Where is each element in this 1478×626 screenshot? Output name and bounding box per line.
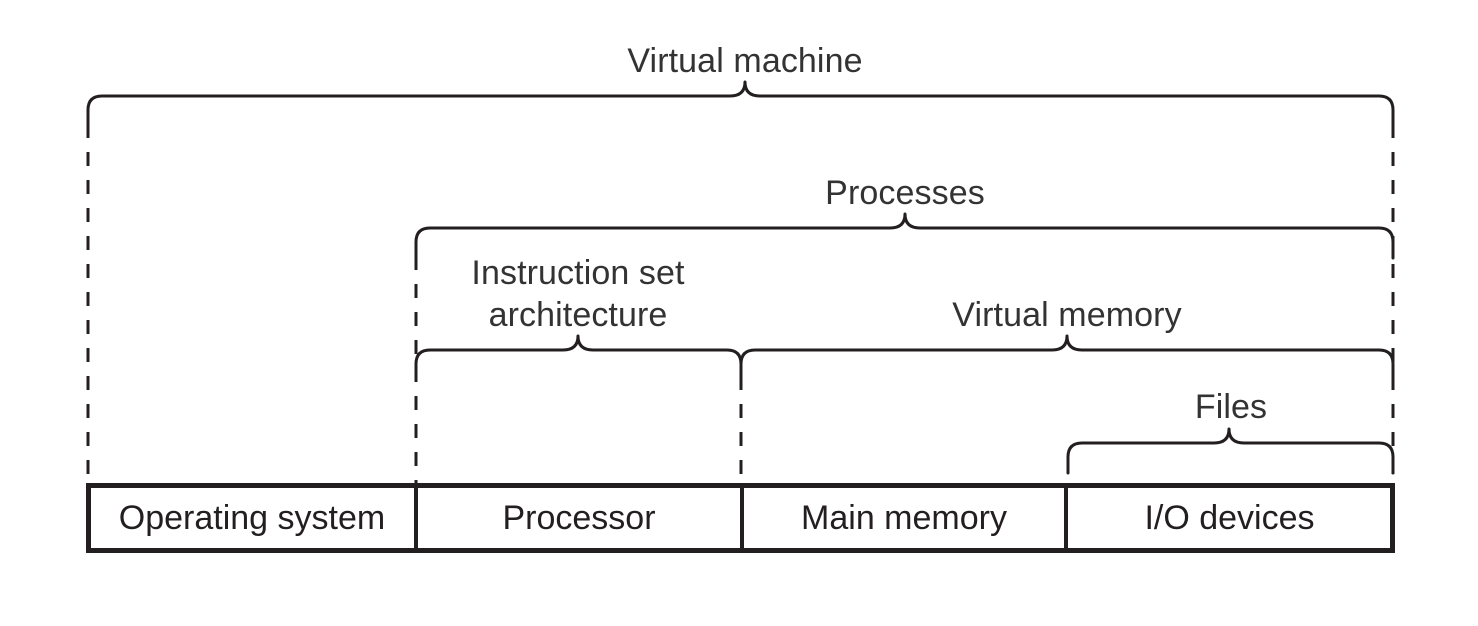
brace-virtual-memory xyxy=(739,334,1395,382)
brace-virtual-machine xyxy=(86,80,1395,128)
brace-processes xyxy=(414,212,1395,260)
component-label-main-memory: Main memory xyxy=(801,499,1007,537)
component-label-io-devices: I/O devices xyxy=(1144,499,1315,537)
brace-label-virtual-machine: Virtual machine xyxy=(627,42,863,80)
brace-instruction-set-architecture xyxy=(414,334,743,382)
component-label-processor: Processor xyxy=(502,499,656,537)
brace-label-files: Files xyxy=(1194,388,1268,426)
brace-label-processes: Processes xyxy=(825,174,985,212)
brace-files xyxy=(1066,427,1395,475)
brace-label-instruction-set-architecture: Instruction set architecture xyxy=(471,254,685,334)
brace-label-virtual-memory: Virtual memory xyxy=(952,296,1182,334)
component-label-operating-system: Operating system xyxy=(118,499,386,537)
